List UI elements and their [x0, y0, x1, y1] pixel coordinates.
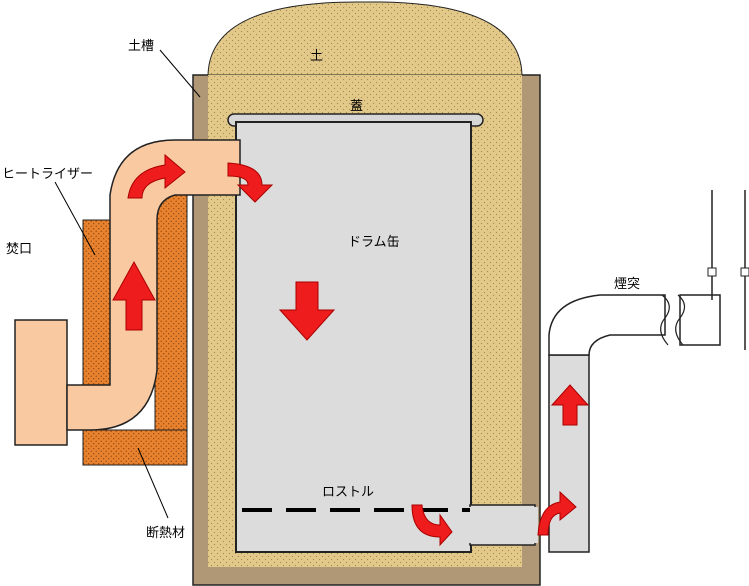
chimney-joint-2 — [740, 267, 749, 277]
chimney-joint — [707, 267, 717, 277]
label-soil-tank: 土槽 — [128, 39, 154, 54]
flow-arrow-drum-entry — [227, 162, 274, 203]
bottom-duct-inner — [466, 507, 538, 543]
flow-arrow-riser-curve — [127, 153, 186, 199]
flow-arrow-chimney-curve — [537, 490, 577, 536]
drum-can — [235, 121, 472, 553]
leader-soil-tank — [159, 49, 201, 98]
insulation-right — [154, 194, 188, 466]
label-grate: ロストル — [322, 485, 374, 500]
label-drum-can: ドラム缶 — [348, 235, 400, 250]
flow-arrow-grate-down — [411, 504, 453, 547]
chimney-break-2 — [675, 294, 686, 346]
chimney-break — [660, 294, 670, 346]
leader-heat-riser — [54, 181, 96, 256]
insulation-left — [82, 219, 114, 386]
label-chimney: 煙突 — [614, 276, 640, 292]
leader-insulation — [137, 447, 169, 519]
label-insulation: 断熱材 — [146, 526, 185, 541]
chimney-elbow — [548, 294, 666, 356]
fire-mouth — [14, 319, 68, 446]
flow-arrow-down — [278, 281, 336, 341]
flow-arrow-riser-up — [112, 260, 156, 331]
label-lid: 蓋 — [350, 99, 363, 114]
label-heat-riser: ヒートライザー — [2, 167, 93, 182]
insulation-bottom — [82, 429, 188, 466]
flow-arrow-chimney-up — [550, 384, 590, 426]
chimney-base — [548, 354, 590, 553]
label-fire-mouth: 焚口 — [6, 242, 32, 257]
label-soil: 土 — [310, 49, 323, 64]
chimney-horizontal — [679, 294, 721, 346]
soil-mound — [207, 1, 523, 76]
heat-riser-duct — [66, 139, 241, 431]
